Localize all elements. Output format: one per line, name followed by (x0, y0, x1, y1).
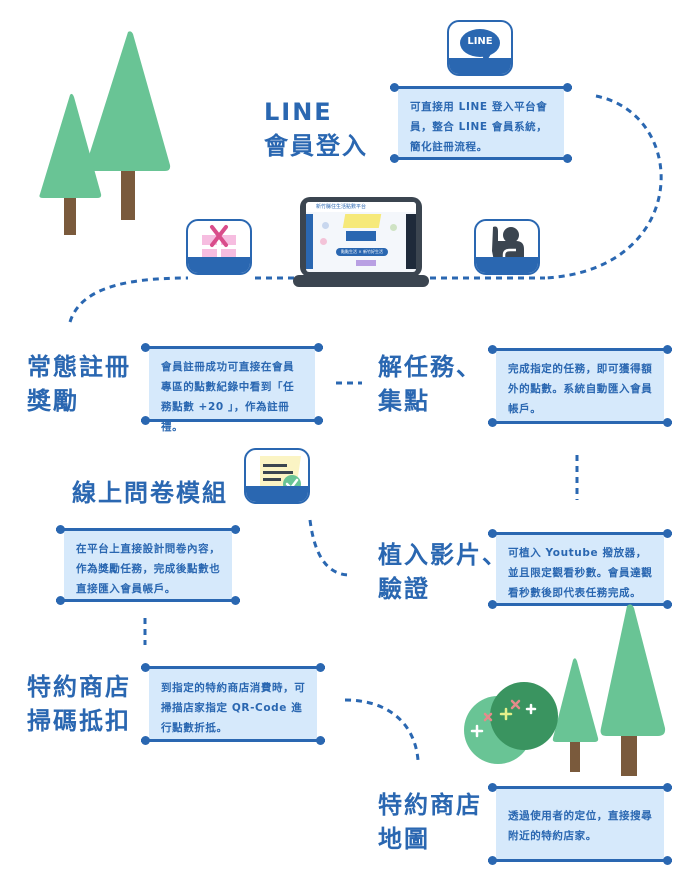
feature-title-survey-module: 線上問卷模組 (72, 479, 228, 507)
gift-icon (202, 225, 236, 261)
feature-title-line-login: LINE 會員登入 (264, 98, 368, 160)
feature-card-line-login: 可直接用 LINE 登入平台會員，整合 LINE 會員系統，簡化註冊流程。 (390, 80, 572, 166)
line-login-icon-box: LINE (447, 20, 513, 76)
laptop-screen: 新竹縣住生活點數平台 點點生活 × 新竹好生活 (306, 202, 416, 272)
laptop-illustration: 新竹縣住生活點數平台 點點生活 × 新竹好生活 (293, 197, 429, 289)
feature-description: 到指定的特約商店消費時，可掃描店家指定 QR-Code 進行點數折抵。 (161, 682, 306, 734)
feature-title-store-map: 特約商店 地圖 (378, 791, 482, 853)
survey-module-icon-box (244, 448, 310, 504)
connector-line-bottom (344, 698, 420, 761)
feature-description: 可直接用 LINE 登入平台會員，整合 LINE 會員系統，簡化註冊流程。 (410, 101, 548, 153)
feature-title-video-verify: 植入影片、 驗證 (378, 541, 508, 603)
raise-hand-icon (492, 226, 524, 261)
feature-card-survey-module: 在平台上直接設計問卷內容，作為獎勵任務，完成後點數也直接匯入會員帳戶。 (56, 522, 240, 608)
feature-description: 透過使用者的定位，直接搜尋附近的特約店家。 (508, 810, 653, 842)
trees-top-left-icon (39, 31, 171, 235)
survey-check-icon (260, 456, 301, 490)
feature-title-store-scan: 特約商店 掃碼抵扣 (27, 673, 131, 735)
bushes-trees-bottom-right-icon (464, 604, 666, 776)
connector-line-top-right (544, 94, 663, 280)
feature-card-store-scan: 到指定的特約商店消費時，可掃描店家指定 QR-Code 進行點數折抵。 (141, 660, 325, 748)
line-logo-text: LINE (467, 36, 493, 47)
feature-title-register-reward: 常態註冊 獎勵 (27, 353, 131, 415)
connector-line-left (68, 276, 189, 323)
task-points-icon-box (474, 219, 540, 275)
feature-description: 會員註冊成功可直接在會員專區的點數紀錄中看到「任務點數 +20 」，作為註冊禮。 (161, 361, 295, 433)
feature-description: 在平台上直接設計問卷內容，作為獎勵任務，完成後點數也直接匯入會員帳戶。 (76, 543, 221, 595)
connector-line-survey (308, 519, 351, 577)
feature-card-task-points: 完成指定的任務，即可獲得額外的點數。系統自動匯入會員帳戶。 (488, 342, 672, 430)
laptop-banner-text: 點點生活 × 新竹好生活 (336, 248, 388, 256)
feature-description: 可植入 Youtube 撥放器，並且限定觀看秒數。會員達觀看秒數後即代表任務完成… (508, 547, 653, 599)
feature-card-store-map: 透過使用者的定位，直接搜尋附近的特約店家。 (488, 780, 672, 868)
feature-card-register-reward: 會員註冊成功可直接在會員專區的點數紀錄中看到「任務點數 +20 」，作為註冊禮。 (141, 340, 323, 433)
laptop-screen-caption: 新竹縣住生活點數平台 (316, 204, 367, 210)
feature-title-task-points: 解任務、 集點 (378, 353, 482, 415)
feature-card-video-verify: 可植入 Youtube 撥放器，並且限定觀看秒數。會員達觀看秒數後即代表任務完成… (488, 526, 672, 612)
register-reward-icon-box (186, 219, 252, 275)
icon-box-base (449, 58, 511, 74)
feature-description: 完成指定的任務，即可獲得額外的點數。系統自動匯入會員帳戶。 (508, 363, 653, 415)
